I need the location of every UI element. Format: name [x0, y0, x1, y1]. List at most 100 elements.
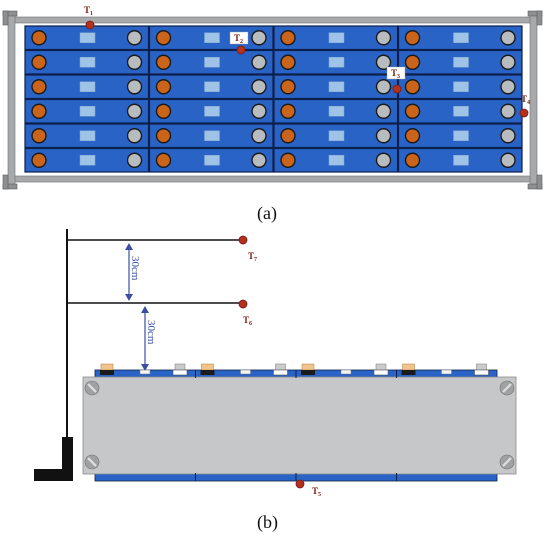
sensor-t7: T7 [238, 235, 257, 263]
bolt-icon [499, 454, 515, 470]
negative-terminal-icon [251, 30, 267, 46]
dimension-lower [141, 306, 149, 371]
sensor-t4: T4 [519, 94, 530, 118]
dimension-lower-label: 30cm [145, 320, 157, 345]
negative-terminal-cap-icon [275, 363, 286, 371]
positive-terminal-icon [404, 54, 421, 70]
stand-upright [62, 437, 73, 481]
vent-icon [441, 369, 452, 375]
vent-label [453, 155, 469, 166]
battery-cell [148, 98, 274, 124]
positive-terminal-icon [31, 79, 47, 95]
negative-terminal-icon [251, 152, 267, 168]
positive-terminal-icon [404, 30, 421, 46]
positive-terminal-base-icon [200, 370, 215, 375]
side-terminal-group [200, 363, 288, 376]
negative-terminal-cap-icon [375, 363, 387, 371]
positive-terminal-base-icon [100, 370, 114, 375]
negative-terminal-icon [375, 152, 392, 168]
positive-terminal-cap-icon [201, 363, 214, 371]
vent-label [453, 57, 469, 68]
frame-bottom-rail [9, 175, 536, 183]
sensor-t1-label: T1 [84, 5, 93, 17]
positive-terminal-icon [31, 103, 47, 119]
sensor-t5-label: T5 [312, 486, 321, 498]
positive-terminal-icon [404, 103, 421, 119]
vent-label [328, 155, 345, 166]
housing-bolts [84, 380, 515, 470]
side-terminal-group [301, 363, 389, 376]
stand-base [34, 469, 73, 481]
negative-terminal-icon [251, 79, 267, 95]
vent-label [79, 81, 96, 92]
positive-terminal-icon [155, 30, 172, 46]
negative-terminal-icon [500, 30, 516, 46]
battery-cell [148, 25, 274, 51]
battery-cell [148, 49, 274, 75]
panel-a: T1 T2 T3 T4 (a) [2, 5, 543, 224]
positive-terminal-icon [31, 54, 47, 70]
frame-left-rail [7, 13, 16, 189]
positive-terminal-icon [155, 152, 172, 168]
battery-cell [273, 98, 399, 124]
battery-cell [273, 49, 399, 75]
sensor-t7-label: T7 [248, 251, 257, 263]
sensor-t2: T2 [229, 31, 249, 55]
battery-cell [273, 25, 399, 51]
positive-terminal-icon [155, 79, 172, 95]
battery-cell [397, 123, 523, 149]
positive-terminal-icon [280, 103, 296, 119]
sensor-t2-label: T2 [234, 33, 243, 45]
vent-label [79, 155, 96, 166]
negative-terminal-icon [375, 103, 392, 119]
negative-terminal-base-icon [373, 369, 389, 376]
vent-label [79, 32, 96, 43]
vent-label [453, 130, 469, 141]
positive-terminal-icon [404, 152, 421, 168]
positive-terminal-icon [280, 54, 296, 70]
battery-cell [24, 123, 150, 149]
sensor-t4-label: T4 [521, 94, 530, 106]
negative-terminal-icon [126, 79, 143, 95]
bolt-icon [499, 380, 515, 396]
negative-terminal-icon [251, 103, 267, 119]
negative-terminal-icon [500, 79, 516, 95]
battery-cell [397, 98, 523, 124]
negative-terminal-icon [500, 128, 516, 144]
bolt-icon [84, 454, 100, 470]
battery-cell [397, 25, 523, 51]
battery-cell [24, 49, 150, 75]
negative-terminal-icon [126, 152, 143, 168]
stand-pole [66, 229, 68, 439]
dimension-upper-label: 30cm [129, 256, 141, 281]
positive-terminal-cap-icon [402, 363, 415, 371]
sensor-t3-label: T3 [391, 68, 400, 80]
negative-terminal-icon [375, 54, 392, 70]
positive-terminal-cap-icon [301, 363, 315, 371]
positive-terminal-icon [31, 152, 47, 168]
vent-label [328, 81, 345, 92]
frame-right-rail [529, 13, 538, 189]
vent-icon [240, 369, 251, 375]
negative-terminal-icon [375, 128, 392, 144]
battery-cell [148, 123, 274, 149]
sensor-t6: T6 [238, 299, 252, 327]
vent-label [328, 57, 345, 68]
module-terminals [100, 363, 489, 376]
positive-terminal-icon [280, 128, 296, 144]
sensor-t3: T3 [386, 66, 406, 94]
positive-terminal-icon [280, 30, 296, 46]
negative-terminal-cap-icon [174, 363, 186, 371]
battery-cell [397, 74, 523, 100]
positive-terminal-icon [155, 103, 172, 119]
negative-terminal-cap-icon [476, 363, 487, 371]
vent-label [204, 57, 220, 68]
battery-cell [24, 74, 150, 100]
battery-cell [273, 74, 399, 100]
negative-terminal-icon [251, 128, 267, 144]
vent-label [453, 32, 469, 43]
vent-label [453, 106, 469, 117]
negative-terminal-icon [500, 103, 516, 119]
